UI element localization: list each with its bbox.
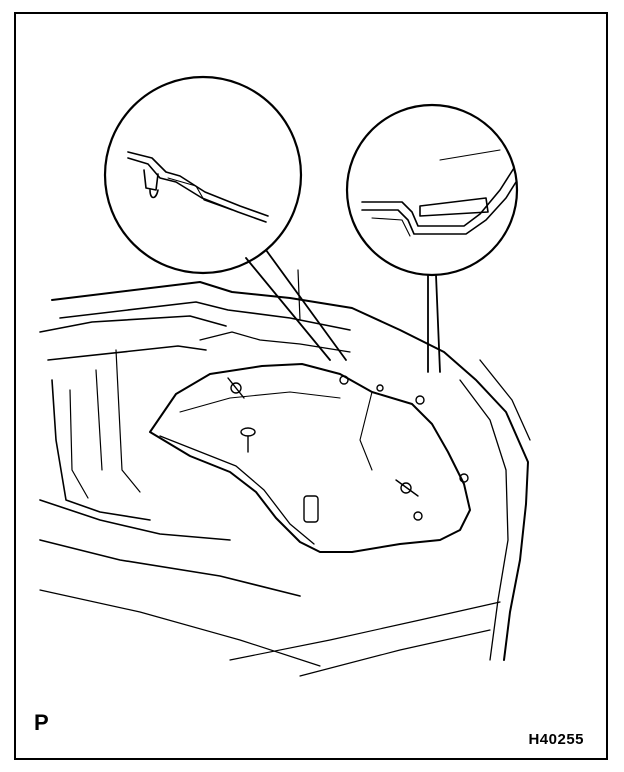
leader-lines [245, 249, 441, 373]
trunk-side-trim-cover [149, 363, 471, 553]
trim-clips [227, 375, 469, 521]
detail-circle-right [345, 103, 519, 277]
detail-circle-left [103, 75, 303, 275]
view-letter-label: P [34, 710, 49, 735]
trunk-body-outline [39, 269, 531, 677]
figure-code-label: H40255 [528, 731, 584, 748]
figure-frame [14, 12, 608, 760]
